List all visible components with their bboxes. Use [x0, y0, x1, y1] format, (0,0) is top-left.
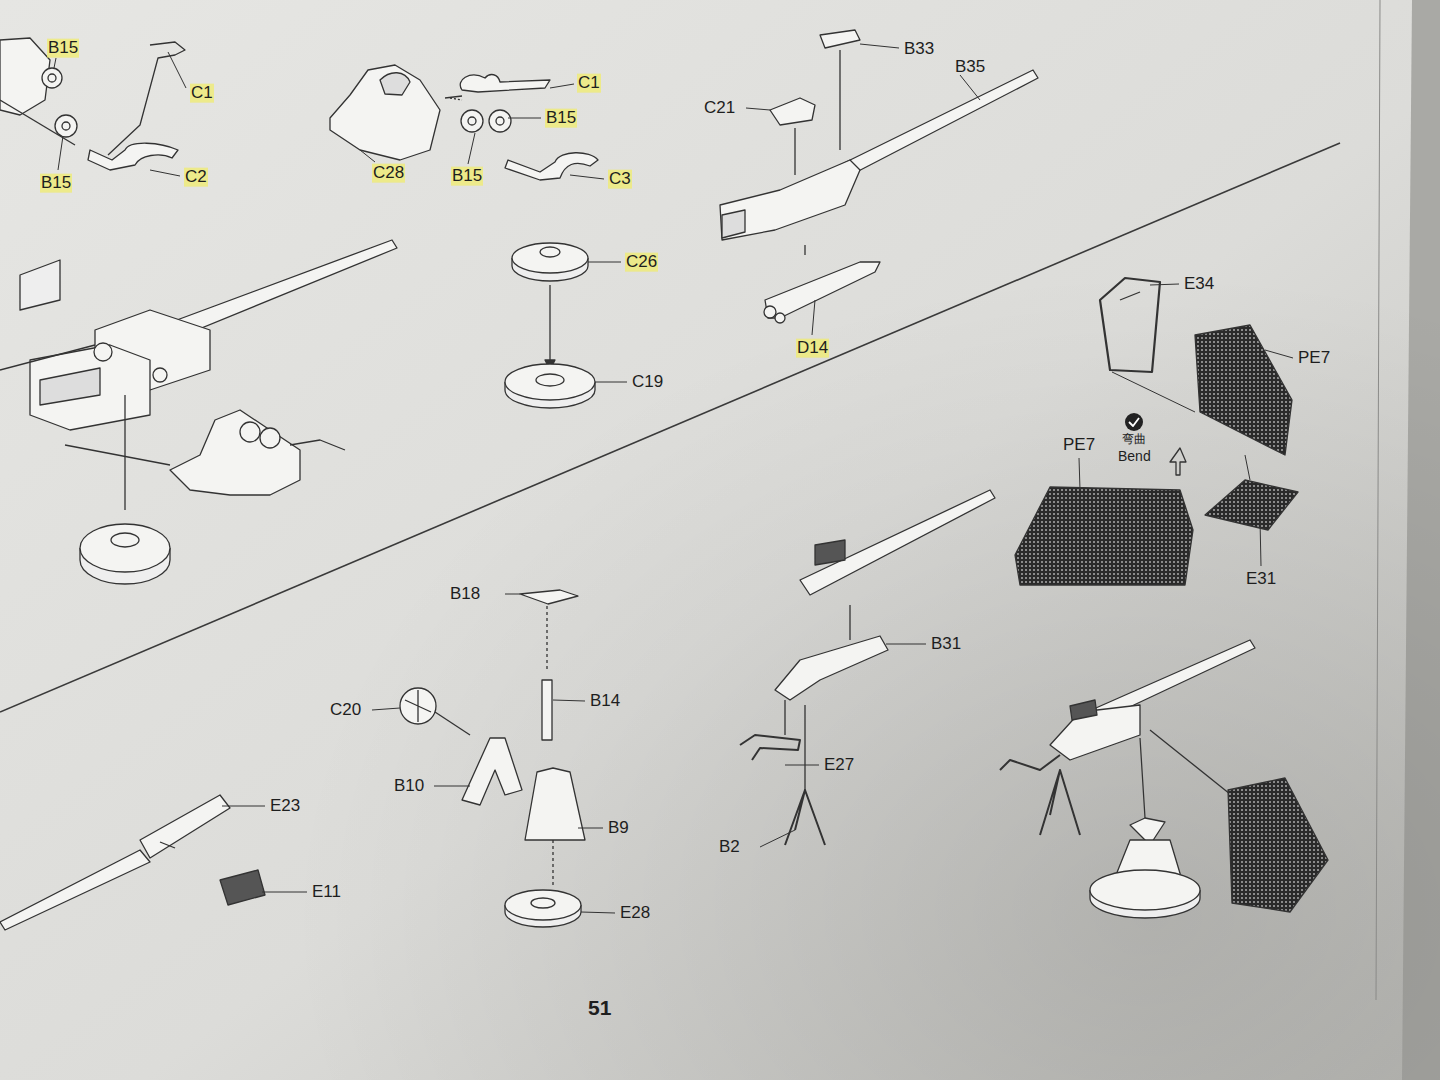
- callout-number: B15: [545, 109, 577, 128]
- page-edge: [1376, 0, 1380, 1000]
- callout-number: E23: [269, 797, 301, 816]
- callout-number: E28: [619, 904, 651, 923]
- callout-number: B35: [954, 58, 986, 77]
- mesh-shield: [1228, 778, 1328, 912]
- callout-number: B31: [930, 635, 962, 654]
- callout-number: C20: [329, 701, 362, 720]
- callout-number: C2: [184, 168, 208, 187]
- callout-number: PE7: [1062, 436, 1096, 455]
- callout-number: C28: [372, 164, 405, 183]
- mesh-shield: [1195, 325, 1292, 455]
- callout-number: E31: [1245, 570, 1277, 589]
- callout-number: B14: [589, 692, 621, 711]
- callout-number: E27: [823, 756, 855, 775]
- callout-number: C1: [577, 74, 601, 93]
- leader-lines: [54, 44, 1293, 913]
- callout-number: C19: [631, 373, 664, 392]
- mesh-part: [1015, 487, 1193, 585]
- callout-number: B15: [40, 174, 72, 193]
- gun-barrel: [800, 490, 995, 595]
- callout-number: B18: [449, 585, 481, 604]
- callout-number: B33: [903, 40, 935, 59]
- note: Bend: [1117, 449, 1152, 464]
- callout-number: C26: [625, 253, 658, 272]
- callout-number: B10: [393, 777, 425, 796]
- callout-number: C3: [608, 170, 632, 189]
- callout-number: PE7: [1297, 349, 1331, 368]
- mesh-part: [1205, 480, 1298, 530]
- page-number: 51: [587, 996, 612, 1019]
- callout-number: B9: [607, 819, 630, 838]
- gun-barrel: [840, 70, 1038, 178]
- callout-number: E11: [311, 883, 342, 902]
- parts: [0, 30, 1328, 930]
- note: 弯曲: [1121, 433, 1147, 446]
- gun-barrel: [0, 850, 150, 930]
- callout-number: E34: [1183, 275, 1215, 294]
- callout-number: D14: [796, 339, 829, 358]
- callout-number: B15: [47, 39, 79, 58]
- callout-number: B2: [718, 838, 741, 857]
- callout-number: B15: [451, 167, 483, 186]
- divider-line: [0, 143, 1340, 712]
- callout-number: C21: [703, 99, 736, 118]
- mount-part: [330, 65, 440, 160]
- callout-number: C1: [190, 84, 214, 103]
